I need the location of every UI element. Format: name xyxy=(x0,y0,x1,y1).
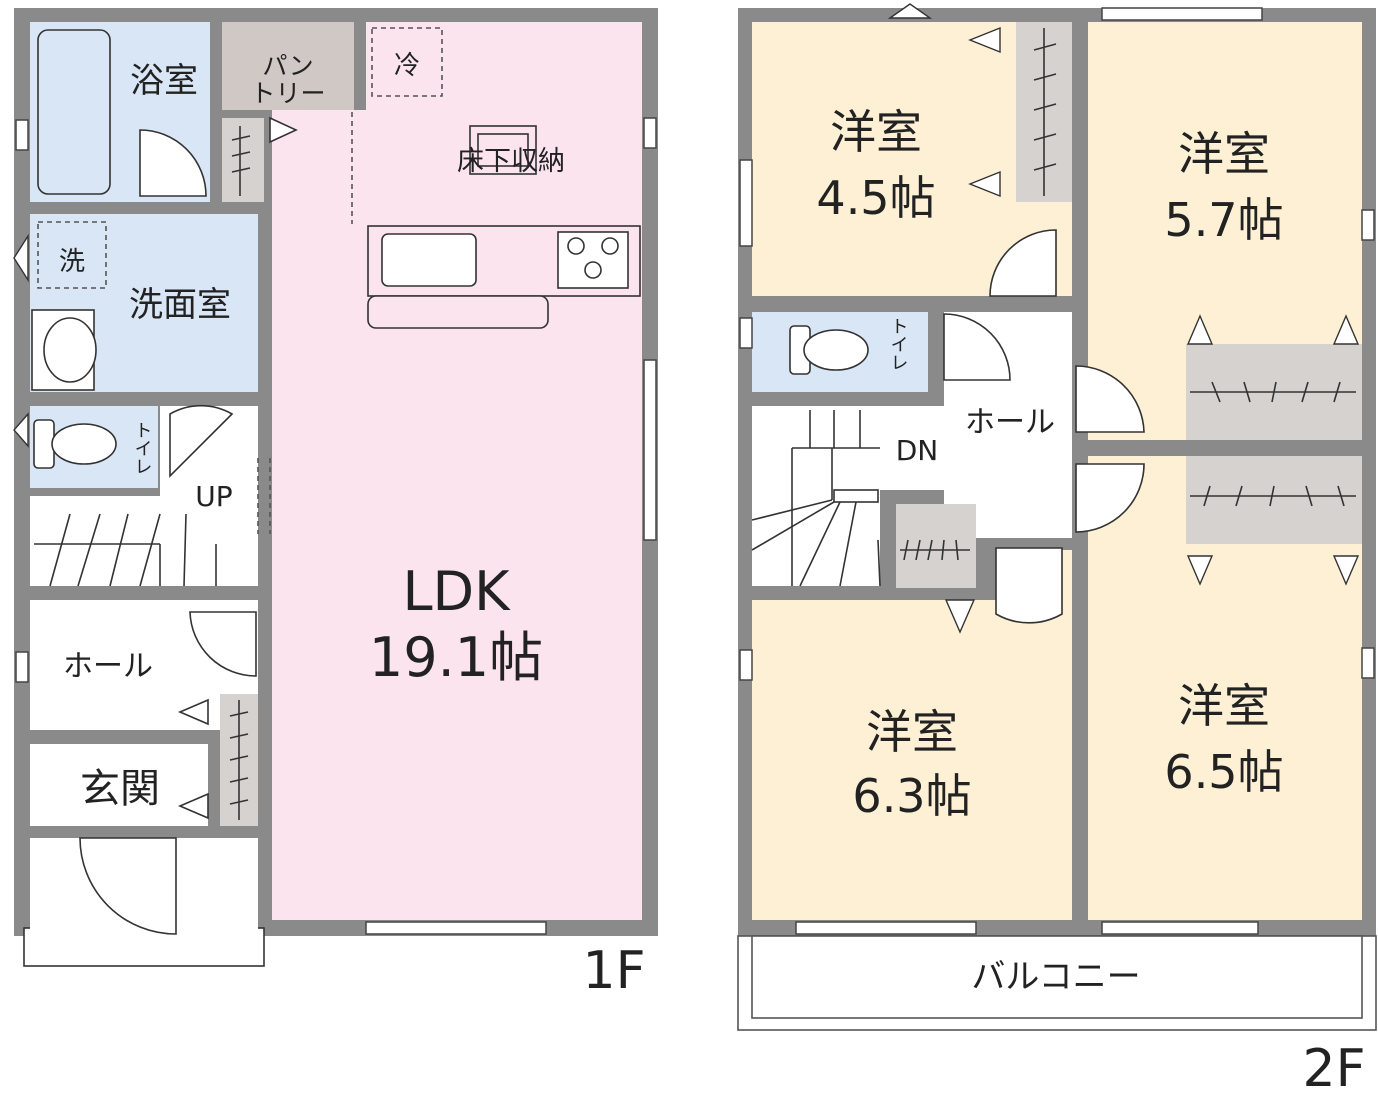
toilet-1f-door-icon xyxy=(169,404,234,478)
label-pantry: パントリー xyxy=(250,51,325,108)
stove-icon xyxy=(557,231,629,289)
labels: 浴室 パントリー 冷 床下収納 洗 洗面室 トイレ UP ホール 玄関 LDK … xyxy=(59,51,1366,1098)
washing-machine-icon xyxy=(37,221,107,289)
shoe-closet-arrow-icon xyxy=(177,698,209,726)
label-room-d-size: 6.5帖 xyxy=(1164,745,1283,799)
closet-hall xyxy=(896,504,976,588)
label-room-c-size: 6.3帖 xyxy=(852,769,971,823)
stairs-1f-icon xyxy=(34,513,217,587)
toilet-2f-door-icon xyxy=(943,313,1011,381)
underfloor-hatch-icon xyxy=(469,125,537,175)
entrance-area xyxy=(30,744,208,826)
storage-door-arrow-icon xyxy=(269,116,298,144)
label-ldk: LDK xyxy=(402,560,511,623)
label-toilet-1f: トイレ xyxy=(132,421,153,475)
label-balcony: バルコニー xyxy=(971,957,1140,997)
label-room-b-size: 5.7帖 xyxy=(1164,193,1283,247)
hall-door-icon xyxy=(189,611,257,677)
room-d-door-icon xyxy=(1075,463,1145,533)
sink-icon xyxy=(381,233,477,287)
ldk-window-right xyxy=(643,359,657,541)
first-floor xyxy=(13,8,658,967)
fridge-icon xyxy=(371,27,443,97)
label-bath: 浴室 xyxy=(130,61,198,101)
label-2f: 2F xyxy=(1303,1039,1366,1098)
closet-d xyxy=(1186,456,1362,544)
kitchen-peninsula xyxy=(367,295,549,329)
bathtub-icon xyxy=(37,29,111,195)
up-landing xyxy=(160,488,258,502)
room-c-door-icon xyxy=(995,547,1063,624)
label-ldk-size: 19.1帖 xyxy=(369,626,543,689)
label-washroom: 洗面室 xyxy=(129,285,231,325)
label-up: UP xyxy=(195,480,232,513)
ldk-window-bottom xyxy=(365,921,547,935)
second-floor xyxy=(737,3,1377,1031)
label-room-b: 洋室 xyxy=(1178,127,1270,181)
label-washer: 洗 xyxy=(59,247,85,277)
toilet-1f-icon xyxy=(33,419,55,469)
label-1f: 1F xyxy=(583,941,646,1001)
label-room-d: 洋室 xyxy=(1178,679,1270,733)
storage-1f-top xyxy=(222,118,264,202)
label-fridge: 冷 xyxy=(394,51,420,81)
label-hall-1f: ホール xyxy=(63,649,153,684)
label-room-c: 洋室 xyxy=(866,705,958,759)
label-entrance: 玄関 xyxy=(80,766,160,812)
stair-2f-area xyxy=(752,406,880,586)
pantry-area xyxy=(222,22,354,110)
label-room-a: 洋室 xyxy=(830,105,922,159)
bath-door-icon xyxy=(139,129,207,197)
room-a-door-icon xyxy=(989,229,1057,297)
label-room-a-size: 4.5帖 xyxy=(816,171,935,225)
stairs-2f-icon xyxy=(751,410,881,587)
label-toilet-2f: トイレ xyxy=(888,317,909,371)
closet-hatch-icon xyxy=(900,28,1356,561)
front-door-icon xyxy=(79,837,177,935)
label-dn: DN xyxy=(896,434,939,467)
label-underfloor: 床下収納 xyxy=(457,146,565,177)
room-c-area xyxy=(752,600,1072,920)
storage-hatch-icon xyxy=(229,126,251,820)
room-b-door-icon xyxy=(1075,365,1145,433)
label-hall-2f: ホール xyxy=(965,405,1055,440)
